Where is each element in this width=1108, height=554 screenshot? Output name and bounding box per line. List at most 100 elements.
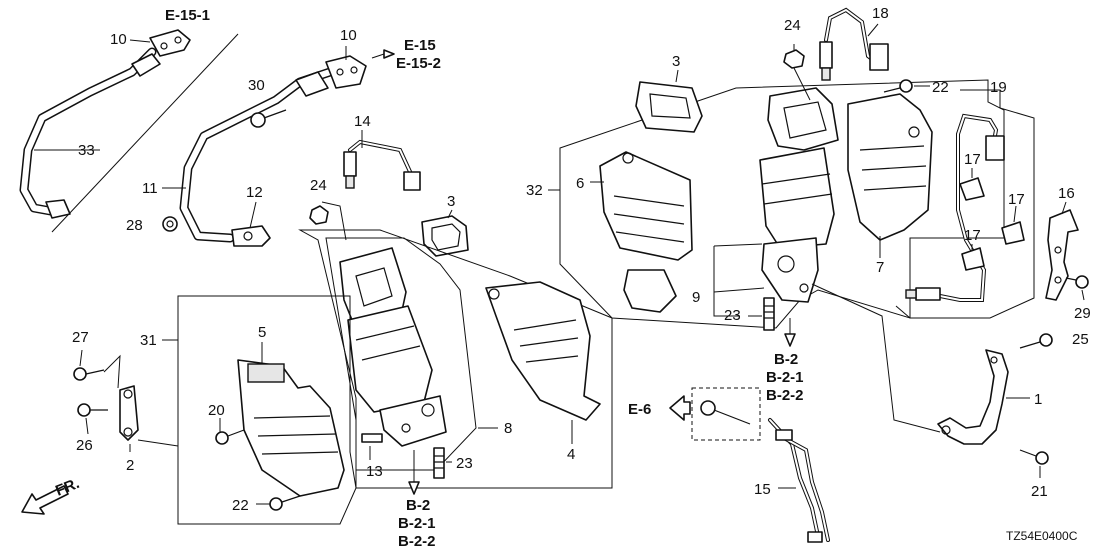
callout-16[interactable]: 16: [1058, 185, 1075, 202]
ref-e6[interactable]: E-6: [628, 401, 651, 418]
callout-24-top[interactable]: 24: [784, 17, 801, 34]
callout-17-bottom[interactable]: 17: [964, 227, 981, 244]
callout-11[interactable]: 11: [142, 180, 158, 197]
callout-22-bottom[interactable]: 22: [232, 497, 249, 514]
nut-28: [162, 216, 178, 232]
callout-7[interactable]: 7: [876, 259, 884, 276]
callout-20[interactable]: 20: [208, 402, 225, 419]
ref-b2-1-left[interactable]: B-2-1: [398, 515, 436, 532]
flange-lower-6: [623, 269, 677, 313]
callout-4[interactable]: 4: [567, 446, 575, 463]
callout-3-top[interactable]: 3: [672, 53, 680, 70]
callout-13[interactable]: 13: [366, 463, 383, 480]
ref-b2-left[interactable]: B-2: [406, 497, 430, 514]
stud-23-center: [433, 447, 445, 479]
gasket-3-top: [635, 81, 703, 133]
pipe-11: [179, 67, 335, 243]
ref-e15[interactable]: E-15: [404, 37, 436, 54]
stud-13: [361, 433, 383, 443]
sensor-19: [905, 113, 1005, 302]
sensor-18: [819, 7, 889, 81]
group-outline-8: [298, 229, 613, 489]
callout-33[interactable]: 33: [78, 142, 95, 159]
pipe-flange: [295, 71, 329, 97]
heat-shield-4: [485, 281, 601, 421]
group-outline-32: [559, 79, 1005, 329]
callout-26[interactable]: 26: [76, 437, 93, 454]
catalytic-converter-9: [759, 87, 839, 303]
group-outline-19: [895, 89, 1035, 319]
bolt-25: [1019, 333, 1053, 349]
ref-e15-2[interactable]: E-15-2: [396, 55, 441, 72]
ref-b2-right[interactable]: B-2: [774, 351, 798, 368]
nut-24-top: [783, 49, 805, 69]
sensor-14: [343, 139, 421, 191]
ref-b2-2-right[interactable]: B-2-2: [766, 387, 804, 404]
gasket-10-left: [149, 29, 191, 57]
clip-17-bottom: [961, 247, 985, 271]
diagram-code: TZ54E0400C: [1006, 529, 1078, 543]
callout-6[interactable]: 6: [576, 175, 584, 192]
front-arrow: [21, 485, 69, 515]
callout-5[interactable]: 5: [258, 324, 266, 341]
callout-10-right[interactable]: 10: [340, 27, 357, 44]
callout-17-top[interactable]: 17: [964, 151, 981, 168]
bolt-26: [77, 403, 108, 417]
lead-bracket-1: [811, 283, 941, 433]
stud-23-right: [763, 297, 775, 331]
front-label: FR.: [53, 475, 82, 500]
bolt-30: [250, 109, 287, 128]
ref-b2-1-right[interactable]: B-2-1: [766, 369, 804, 386]
bolt-27: [73, 367, 105, 381]
catalytic-converter-8: [339, 247, 447, 447]
callout-17-middle[interactable]: 17: [1008, 191, 1025, 208]
gasket-10-right: [325, 55, 367, 89]
bolt-20: [215, 429, 245, 445]
callout-32[interactable]: 32: [526, 182, 543, 199]
callout-2[interactable]: 2: [126, 457, 134, 474]
arrow-e6: [669, 395, 691, 421]
callout-27[interactable]: 27: [72, 329, 89, 346]
callout-9[interactable]: 9: [692, 289, 700, 306]
divider-line: [51, 33, 239, 233]
clip-17-top: [959, 177, 985, 201]
callout-22-top[interactable]: 22: [932, 79, 949, 96]
callout-19[interactable]: 19: [990, 79, 1007, 96]
nut-24-center: [309, 205, 329, 225]
callout-30[interactable]: 30: [248, 77, 265, 94]
ref-b2-2-left[interactable]: B-2-2: [398, 533, 436, 550]
bracket-16: [1045, 209, 1079, 301]
callout-3-center[interactable]: 3: [447, 193, 455, 210]
e6-dashed-box: [691, 387, 761, 441]
callout-28[interactable]: 28: [126, 217, 143, 234]
heat-shield-7: [847, 93, 933, 241]
callout-25[interactable]: 25: [1072, 331, 1089, 348]
callout-24-center[interactable]: 24: [310, 177, 327, 194]
callout-21[interactable]: 21: [1031, 483, 1048, 500]
callout-29[interactable]: 29: [1074, 305, 1091, 322]
callout-31[interactable]: 31: [140, 332, 157, 349]
callout-15[interactable]: 15: [754, 481, 771, 498]
bolt-22-top: [883, 79, 913, 93]
callout-1[interactable]: 1: [1034, 391, 1042, 408]
bracket-12: [231, 225, 271, 247]
bolt-29: [1065, 275, 1089, 289]
callout-23-right[interactable]: 23: [724, 307, 741, 324]
bracket-2: [119, 385, 139, 441]
bracket-1: [937, 349, 1009, 445]
callout-18[interactable]: 18: [872, 5, 889, 22]
callout-8[interactable]: 8: [504, 420, 512, 437]
callout-10-left[interactable]: 10: [110, 31, 127, 48]
wire-harness-15: [768, 418, 830, 543]
ref-e15-1[interactable]: E-15-1: [165, 7, 210, 24]
bolt-21: [1019, 449, 1049, 465]
callout-12[interactable]: 12: [246, 184, 263, 201]
gasket-3-center: [421, 215, 469, 257]
callout-14[interactable]: 14: [354, 113, 371, 130]
pipe-33: [19, 47, 161, 219]
bolt-e6: [700, 400, 751, 425]
heat-shield-6: [599, 151, 693, 261]
heat-shield-5: [237, 359, 345, 497]
callout-23-center[interactable]: 23: [456, 455, 473, 472]
